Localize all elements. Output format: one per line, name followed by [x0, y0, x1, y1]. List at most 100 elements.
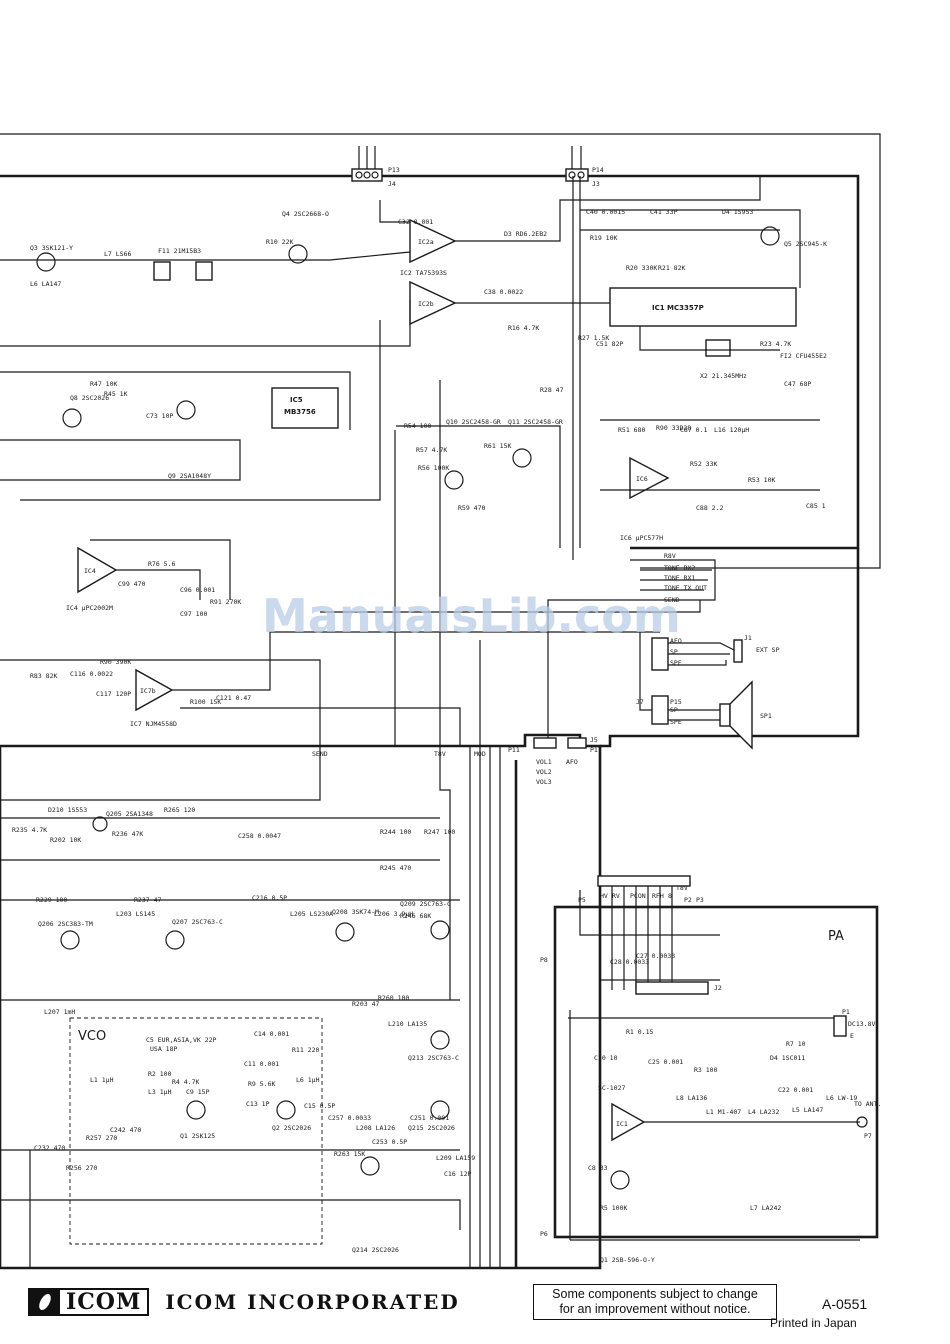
part: C251 0.001: [410, 1114, 449, 1122]
ic5-mb3756: [271, 387, 339, 429]
pa-line-t8v: T8V: [676, 884, 688, 892]
part: C16 12P: [444, 1170, 471, 1178]
transistor-q10: [444, 470, 464, 490]
pa-ic1-part: SC-1027: [598, 1084, 625, 1092]
part: L6 1µH: [296, 1076, 320, 1084]
part: L5 LA147: [792, 1106, 823, 1114]
wire: [379, 200, 410, 223]
r8v-line: [547, 559, 716, 746]
label-p15: P15: [670, 698, 682, 706]
ext-sp-jack: [733, 639, 743, 663]
transistor-q9: [176, 400, 196, 420]
part: L1 1µH: [90, 1076, 114, 1084]
part: R236 47K: [112, 830, 143, 838]
transistor-q214: [360, 1156, 380, 1176]
ic4-part: IC4 µPC2002M: [66, 604, 113, 612]
sig-t8v: T8V: [434, 750, 446, 758]
pin: [363, 171, 371, 179]
part: C11 0.001: [244, 1060, 279, 1068]
wire: [455, 176, 761, 242]
label-j5: J5: [590, 736, 598, 744]
wire: [668, 660, 727, 666]
part: R10 22K: [266, 238, 293, 246]
part: D4 1S953: [722, 208, 753, 216]
wire: [0, 659, 321, 746]
connector-p11: [533, 737, 557, 749]
part: R202 10K: [50, 836, 81, 844]
label-p17: P17: [590, 746, 602, 754]
part: R52 33K: [690, 460, 717, 468]
ic1-label: IC1 MC3357P: [652, 304, 704, 312]
connector-pa-p2: [597, 875, 691, 887]
part: C96 0.001: [180, 586, 215, 594]
wire: [180, 707, 461, 746]
label-q214: Q214 2SC2026: [352, 1246, 399, 1254]
part: R244 100: [380, 828, 411, 836]
ic2-label: IC2 TA75393S: [400, 269, 447, 277]
footer-brand: ICOM ICOM INCORPORATED: [28, 1288, 460, 1316]
part: C32 0.001: [398, 218, 433, 226]
part: R7 10: [786, 1040, 806, 1048]
pa-section-title: PA: [828, 929, 844, 944]
ic2b-label: IC2b: [418, 300, 434, 308]
part: R51 680: [618, 426, 645, 434]
ic6-part: IC6 µPC577H: [620, 534, 663, 542]
part: C257 0.0033: [328, 1114, 371, 1122]
part: R229 100: [36, 896, 67, 904]
label-pa-p6: P6: [540, 1230, 548, 1238]
antenna-connector-p7: [856, 1116, 868, 1128]
part: L6 LW-19: [826, 1094, 857, 1102]
part: C99 470: [118, 580, 145, 588]
label-pa-p5: P5: [578, 896, 586, 904]
sig-tone-rx1: TONE RX1: [664, 574, 695, 582]
part: C40 0.0015: [586, 208, 625, 216]
vco-note-c5: C5 EUR,ASIA,VK 22P: [146, 1036, 217, 1044]
part: L208 LA126: [356, 1124, 395, 1132]
part: R237 47: [134, 896, 161, 904]
part: R20 330K: [626, 264, 657, 272]
label-sp1: SP1: [760, 712, 772, 720]
send-line: [320, 600, 701, 613]
transistor-q8: [62, 408, 82, 428]
transistor-q4: [288, 244, 308, 264]
rx-board-outline: [0, 133, 881, 569]
wire: [0, 746, 321, 801]
pa-ic1-amplifier: [611, 1102, 646, 1142]
part: R11 220: [292, 1046, 319, 1054]
icom-logo-mark-icon: [30, 1290, 60, 1314]
part: R45 1K: [104, 390, 128, 398]
rx-second-wire: [0, 300, 411, 347]
sig-vol2: VOL2: [536, 768, 552, 776]
ceramic-filter-fi2: [705, 339, 731, 357]
transistor-q1-vco: [186, 1100, 206, 1120]
part: C51 82P: [596, 340, 623, 348]
label-p13: P13: [388, 166, 400, 174]
part: R100 15K: [190, 698, 221, 706]
pa-line-rfh: RFH: [652, 892, 664, 900]
label-q206: Q206 2SC383-TM: [38, 920, 93, 928]
part: R61 15K: [484, 442, 511, 450]
wire: [568, 1017, 841, 1030]
speaker-body: [719, 703, 731, 727]
ic5-part: MB3756: [284, 408, 316, 416]
part: L203 LS145: [116, 910, 155, 918]
part: C121 0.47: [216, 694, 251, 702]
company-name: ICOM INCORPORATED: [165, 1290, 460, 1314]
part: R246 68K: [400, 912, 431, 920]
label-q10: Q10 2SC2458-GR: [446, 418, 501, 426]
crystal-filter-fi1b: [195, 261, 213, 281]
part: C216 0.5P: [252, 894, 287, 902]
part: R247 100: [424, 828, 455, 836]
label-pa-p3: P3: [696, 896, 704, 904]
transistor-q208: [335, 922, 355, 942]
part: C87 0.1: [680, 426, 707, 434]
part: R83 82K: [30, 672, 57, 680]
vco-section-title: VCO: [78, 1029, 106, 1044]
pin: [371, 171, 379, 179]
transistor-q205: [92, 816, 108, 832]
part: R4 4.7K: [172, 1078, 199, 1086]
sig-tone-rx2: TONE RX2: [664, 564, 695, 572]
label-j1: J1: [744, 634, 752, 642]
sig-afo: AFO: [670, 637, 682, 645]
icom-logo: ICOM: [28, 1288, 150, 1316]
